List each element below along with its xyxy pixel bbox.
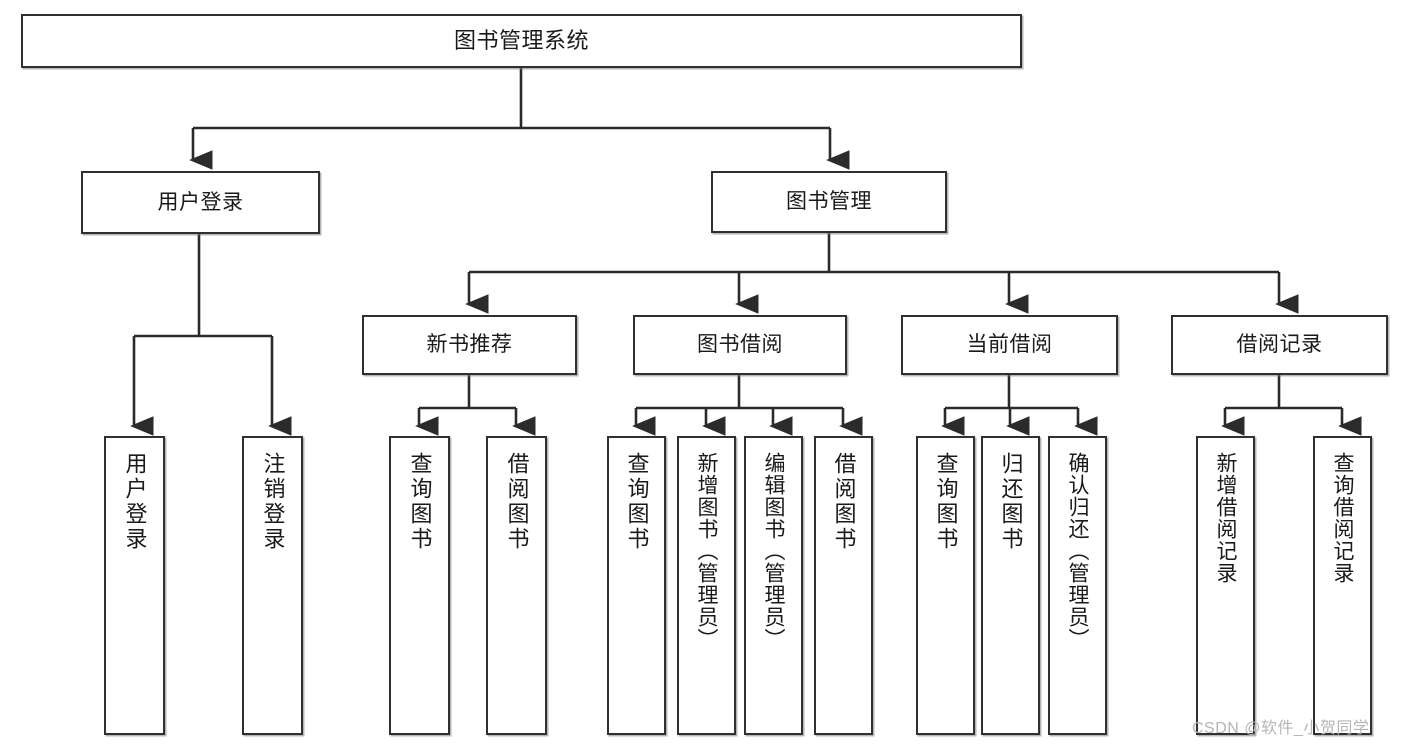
leaf-query-borrow-record[interactable]: 查询借阅记录 [1313,436,1372,735]
leaf-label: 新增借阅记录 [1214,452,1237,584]
node-label: 借阅记录 [1236,333,1323,357]
node-book-management-system[interactable]: 图书管理系统 [21,14,1022,68]
leaf-label: 注销登录 [260,452,286,552]
leaf-label: 用户登录 [122,452,148,552]
node-current-borrow[interactable]: 当前借阅 [901,315,1118,375]
leaf-query-book-borrow[interactable]: 查询图书 [607,436,666,735]
node-label: 图书管理系统 [453,27,589,53]
leaf-label: 借阅图书 [504,452,530,552]
node-borrow-record[interactable]: 借阅记录 [1171,315,1388,375]
node-new-book-recommend[interactable]: 新书推荐 [362,315,577,375]
node-user-login[interactable]: 用户登录 [81,171,320,234]
node-label: 图书借阅 [697,333,783,357]
leaf-label: 查询图书 [407,452,433,552]
leaf-label: 新增图书（管理员） [695,452,718,650]
node-book-manage[interactable]: 图书管理 [711,171,947,233]
leaf-label: 确认归还（管理员） [1066,452,1089,650]
node-label: 新书推荐 [426,333,513,357]
node-label: 用户登录 [157,190,244,214]
leaf-label: 查询图书 [624,452,650,552]
leaf-return-book[interactable]: 归还图书 [981,436,1040,735]
node-book-borrow[interactable]: 图书借阅 [633,315,847,375]
leaf-user-login[interactable]: 用户登录 [104,436,165,735]
leaf-borrow-book-recommend[interactable]: 借阅图书 [486,436,547,735]
node-label: 图书管理 [786,190,872,214]
leaf-label: 查询图书 [933,452,959,552]
leaf-query-book-recommend[interactable]: 查询图书 [389,436,450,735]
leaf-user-logout[interactable]: 注销登录 [242,436,303,735]
csdn-watermark: CSDN @软件_小贺同学 [1192,720,1370,737]
leaf-confirm-return[interactable]: 确认归还（管理员） [1048,436,1107,735]
leaf-borrow-book-borrow[interactable]: 借阅图书 [814,436,873,735]
leaf-edit-book[interactable]: 编辑图书（管理员） [744,436,803,735]
node-label: 当前借阅 [966,333,1053,357]
leaf-add-borrow-record[interactable]: 新增借阅记录 [1196,436,1255,735]
leaf-label: 归还图书 [998,452,1024,552]
leaf-label: 编辑图书（管理员） [762,452,785,650]
leaf-query-book-current[interactable]: 查询图书 [916,436,975,735]
leaf-label: 借阅图书 [831,452,857,552]
leaf-add-book[interactable]: 新增图书（管理员） [677,436,736,735]
leaf-label: 查询借阅记录 [1331,452,1354,584]
